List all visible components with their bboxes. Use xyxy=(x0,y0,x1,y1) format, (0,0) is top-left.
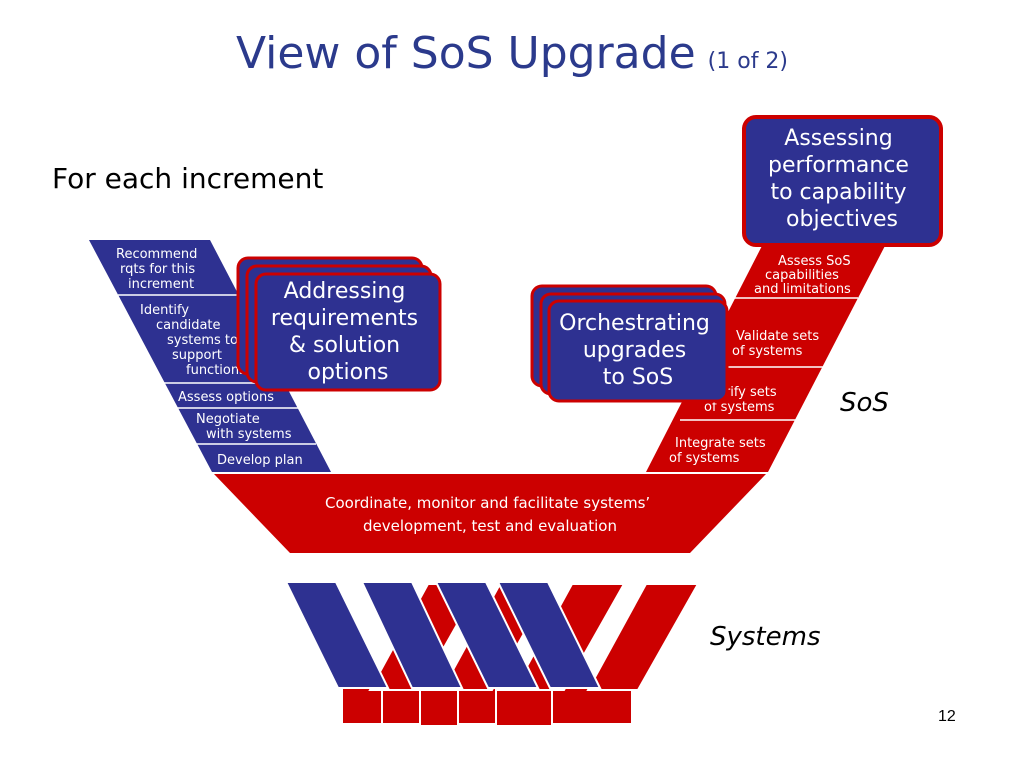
slide-title: View of SoS Upgrade (1 of 2) xyxy=(0,28,1024,79)
systems-label: Systems xyxy=(710,622,821,652)
system-blue-3 xyxy=(434,581,540,689)
step-recommend-rqts: Recommend rqts for this increment xyxy=(116,247,202,292)
left-arm xyxy=(89,240,331,472)
addressing-callout: Addressing requirements & solution optio… xyxy=(236,256,442,392)
systems-stack xyxy=(284,581,700,727)
step-assess-sos: Assess SoS capabilities and limitations xyxy=(754,254,855,297)
bottom-band xyxy=(214,474,766,553)
page-number: 12 xyxy=(938,708,956,725)
addressing-text: Addressing requirements & solution optio… xyxy=(271,279,425,385)
bottom-band-text: Coordinate, monitor and facilitate syste… xyxy=(325,494,655,535)
left-arm-labels: Recommend rqts for this increment Identi… xyxy=(116,247,303,468)
step-assess-options: Assess options xyxy=(178,390,274,405)
step-validate: Validate sets of systems xyxy=(732,329,823,359)
orchestrating-text: Orchestrating upgrades to SoS xyxy=(559,311,717,390)
system-blue-4 xyxy=(496,581,602,689)
assessing-callout: Assessing performance to capability obje… xyxy=(742,115,943,247)
system-base-6 xyxy=(551,687,633,725)
step-integrate: Integrate sets of systems xyxy=(669,436,770,466)
subtitle: For each increment xyxy=(52,162,324,195)
assessing-text: Assessing performance to capability obje… xyxy=(768,126,916,232)
system-red-4 xyxy=(586,583,700,691)
step-identify-systems: Identify candidate systems to support fu… xyxy=(140,303,246,378)
system-blue-2 xyxy=(360,581,464,689)
system-blue-1 xyxy=(284,581,390,689)
title-sub: (1 of 2) xyxy=(707,49,789,74)
orchestrating-callout: Orchestrating upgrades to SoS xyxy=(530,284,729,403)
step-negotiate: Negotiate with systems xyxy=(196,412,292,442)
title-main: View of SoS Upgrade xyxy=(235,28,696,79)
step-develop-plan: Develop plan xyxy=(217,453,303,468)
sos-label: SoS xyxy=(840,388,889,418)
